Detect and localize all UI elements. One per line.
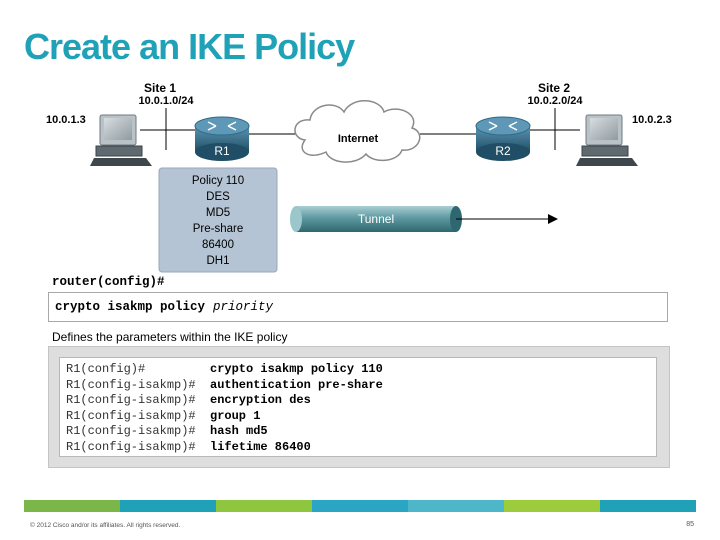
tunnel-icon (290, 206, 558, 232)
policy-line: Policy 110 (192, 175, 244, 187)
config-line: R1(config-isakmp)# authentication pre-sha… (66, 378, 656, 394)
site2-host-ip: 10.0.2.3 (632, 114, 672, 126)
network-diagram: Site 1 10.0.1.0/24 Site 2 10.0.2.0/24 10… (46, 81, 672, 273)
config-command: authentication pre-share (210, 377, 383, 392)
policy-line: DH1 (206, 255, 229, 267)
slide-title: Create an IKE Policy (24, 26, 355, 67)
config-line: R1(config-isakmp)# lifetime 86400 (66, 440, 656, 456)
r2-label: R2 (495, 144, 511, 158)
config-line: R1(config-isakmp)# group 1 (66, 409, 656, 425)
policy-line: DES (206, 191, 230, 203)
description-text: Defines the parameters within the IKE po… (52, 330, 288, 344)
policy-line: MD5 (206, 207, 230, 219)
site1-pc-icon (90, 114, 152, 166)
site2-pc-icon (576, 114, 638, 166)
config-prompt: R1(config)# (66, 362, 146, 376)
r1-router-icon (194, 116, 250, 161)
config-prompt: R1(config-isakmp)# (66, 377, 196, 392)
footer-segment (408, 500, 504, 512)
config-line: R1(config-isakmp)# encryption des (66, 393, 656, 409)
footer-segment (120, 500, 216, 512)
r2-router-icon (475, 116, 531, 161)
config-command: hash md5 (210, 424, 268, 439)
config-prompt: R1(config-isakmp)# (66, 424, 196, 439)
policy-line: 86400 (202, 239, 234, 251)
r1-label: R1 (214, 144, 230, 158)
footer-segment (600, 500, 696, 512)
syntax-command: crypto isakmp policy (55, 300, 206, 314)
site1-label: Site 1 (144, 81, 176, 95)
syntax-box: crypto isakmp policy priority (48, 292, 668, 322)
footer-color-bar (24, 500, 696, 512)
internet-cloud-icon (294, 100, 421, 163)
page-number: 85 (686, 521, 694, 528)
tunnel-label: Tunnel (358, 212, 394, 226)
syntax-argument: priority (213, 300, 274, 314)
site2-label: Site 2 (538, 81, 570, 95)
footer-segment (24, 500, 120, 512)
site1-network: 10.0.1.0/24 (138, 95, 194, 107)
config-command: encryption des (210, 393, 311, 408)
policy-line: Pre-share (193, 223, 244, 235)
site1-host-ip: 10.0.1.3 (46, 114, 86, 126)
footer-segment (504, 500, 600, 512)
syntax-prompt: router(config)# (52, 275, 165, 289)
internet-label: Internet (338, 133, 379, 145)
config-prompt: R1(config-isakmp)# (66, 439, 196, 454)
site2-network: 10.0.2.0/24 (527, 95, 583, 107)
config-line: R1(config-isakmp)# hash md5 (66, 424, 656, 440)
config-command: group 1 (210, 408, 261, 423)
config-command: lifetime 86400 (210, 439, 311, 454)
config-prompt: R1(config-isakmp)# (66, 408, 196, 423)
copyright: © 2012 Cisco and/or its affiliates. All … (30, 522, 181, 529)
policy-box (158, 167, 278, 273)
footer-segment (312, 500, 408, 512)
config-prompt: R1(config-isakmp)# (66, 393, 196, 408)
footer-segment (216, 500, 312, 512)
config-line: R1(config)# crypto isakmp policy 110 (66, 362, 656, 378)
config-command: crypto isakmp policy 110 (210, 362, 383, 376)
